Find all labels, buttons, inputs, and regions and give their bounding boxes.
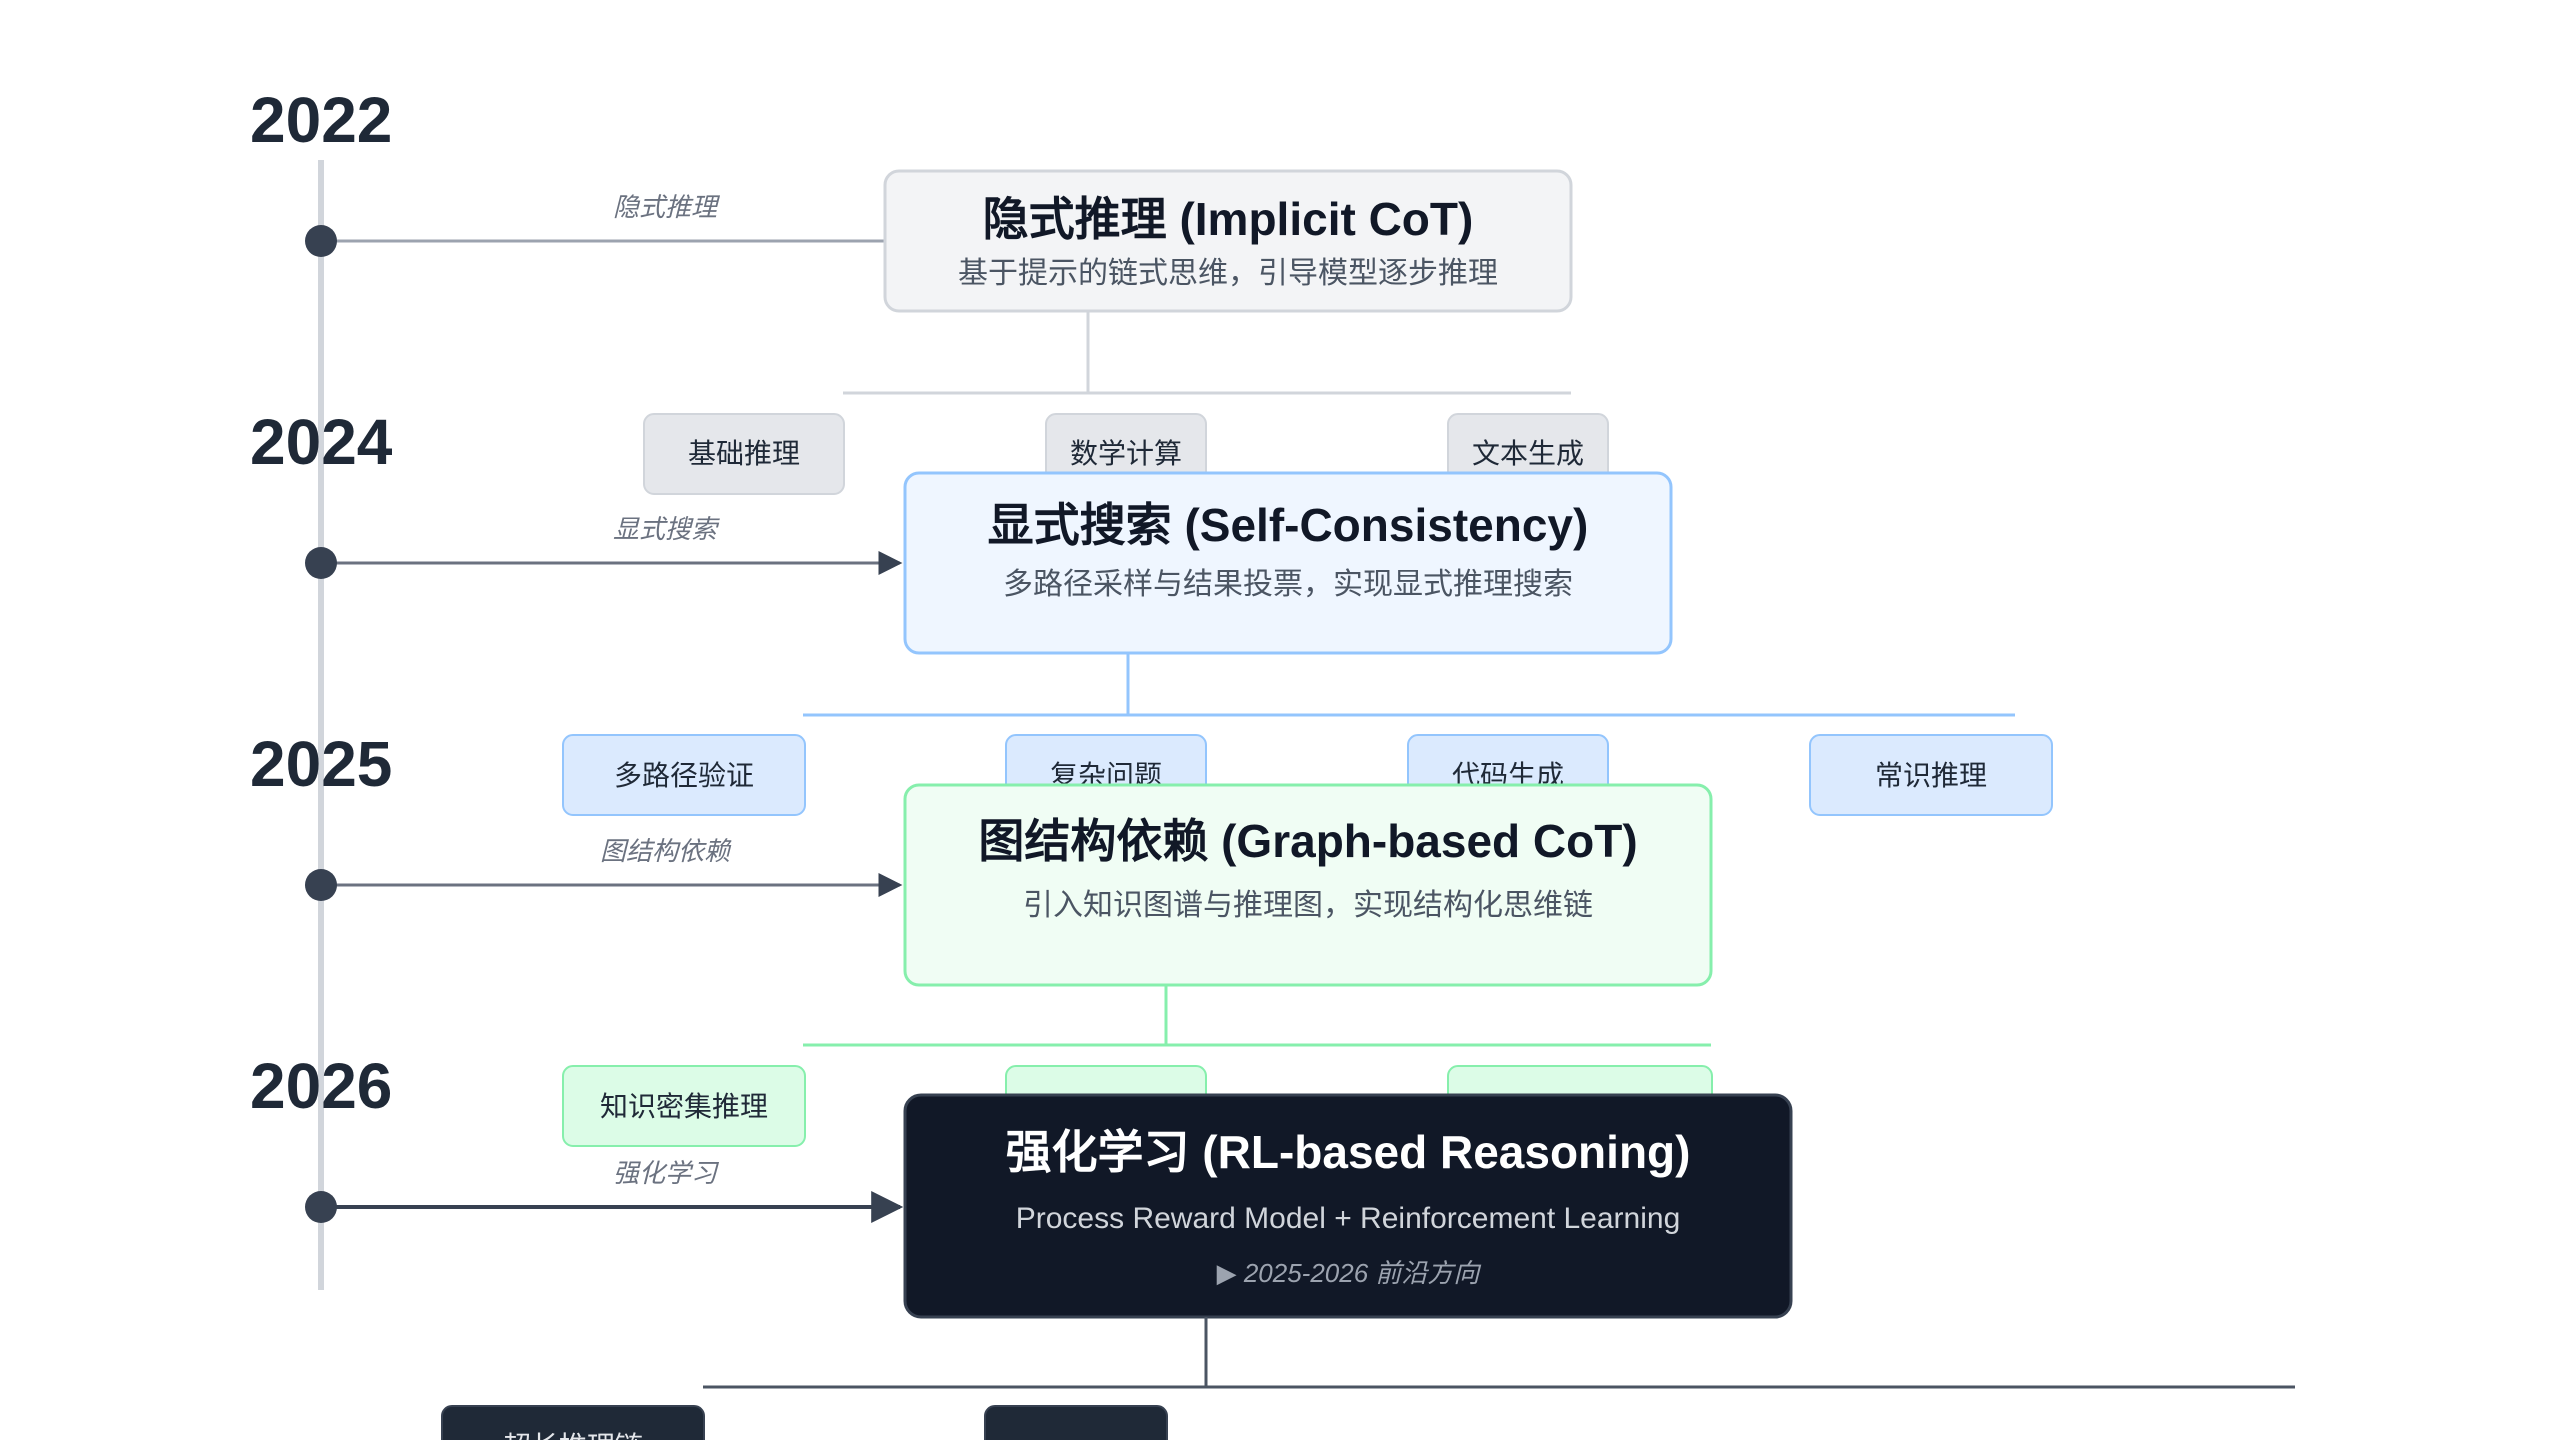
edge-label-implicit: 隐式推理 [613, 192, 721, 222]
tag-box-commonsense [1809, 734, 2053, 816]
tag-box-rl-2 [984, 1405, 1168, 1440]
tag-knowledge-intensive: 知识密集推理 [600, 1091, 768, 1122]
stage-box-implicit-cot [883, 169, 1573, 313]
tag-long-chain: 超长推理链 [503, 1431, 643, 1440]
tag-math: 数学计算 [1070, 438, 1182, 469]
stage-title-rl-reasoning: 强化学习 (RL-based Reasoning) [1006, 1126, 1691, 1178]
stage-subtitle-rl-reasoning: Process Reward Model + Reinforcement Lea… [1016, 1202, 1681, 1235]
timeline-dot-2026 [305, 1191, 337, 1223]
edge-label-explicit: 显式搜索 [613, 514, 720, 544]
stage-box-rl-reasoning [903, 1093, 1793, 1319]
timeline-dot-2024 [305, 547, 337, 579]
tag-multipath: 多路径验证 [614, 760, 754, 791]
timeline-dot-2025 [305, 869, 337, 901]
tag-text-generation: 文本生成 [1472, 438, 1584, 469]
timeline-dot-2022 [305, 225, 337, 257]
tag-box-multipath [562, 734, 806, 816]
edge-label-rl: 强化学习 [613, 1158, 720, 1188]
tag-commonsense: 常识推理 [1875, 760, 1987, 791]
stage-title-implicit-cot: 隐式推理 (Implicit CoT) [983, 193, 1474, 245]
tag-box-basic-reasoning [643, 413, 845, 495]
stage-box-graph-cot [903, 783, 1713, 987]
stage-box-self-consistency [903, 471, 1673, 655]
tag-box-long-chain [441, 1405, 705, 1440]
stage-subtitle-self-consistency: 多路径采样与结果投票，实现显式推理搜索 [1003, 568, 1573, 601]
year-label-2026: 2026 [250, 1050, 392, 1122]
edge-label-graph: 图结构依赖 [600, 836, 732, 866]
stage-subtitle-graph-cot: 引入知识图谱与推理图，实现结构化思维链 [1023, 889, 1593, 922]
tag-basic-reasoning: 基础推理 [688, 438, 800, 469]
year-label-2022: 2022 [250, 84, 392, 156]
stage-subtitle-implicit-cot: 基于提示的链式思维，引导模型逐步推理 [958, 257, 1498, 290]
year-label-2024: 2024 [250, 406, 393, 478]
tag-box-knowledge-intensive [562, 1065, 806, 1147]
stage-note-rl-reasoning: ▶ 2025-2026 前沿方向 [1217, 1258, 1482, 1288]
year-label-2025: 2025 [250, 728, 392, 800]
stage-title-self-consistency: 显式搜索 (Self-Consistency) [988, 499, 1589, 551]
stage-title-graph-cot: 图结构依赖 (Graph-based CoT) [978, 815, 1637, 867]
